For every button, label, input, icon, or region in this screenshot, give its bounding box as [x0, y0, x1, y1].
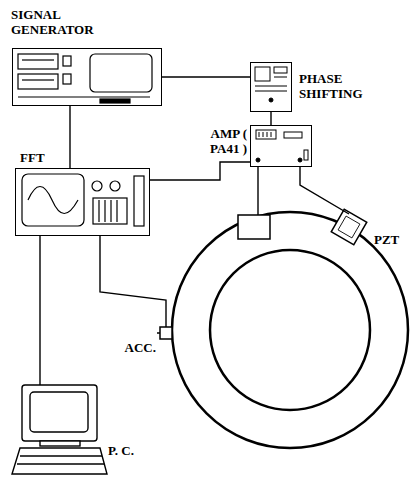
- personal-computer: P. C.: [12, 385, 107, 475]
- signal-cable: [150, 162, 250, 180]
- ring-inner: [210, 250, 370, 410]
- device-label: AMP ( PA41 ): [193, 126, 247, 156]
- ring-outer: [172, 212, 408, 448]
- cable-line: [300, 167, 349, 214]
- device-label: PZT: [374, 232, 415, 247]
- signal-cable: [70, 106, 71, 168]
- drive-wire: [257, 167, 258, 215]
- device-label: SIGNAL GENERATOR: [11, 7, 111, 37]
- signal-generator: SIGNAL GENERATOR: [12, 48, 162, 106]
- signal-cable: [271, 112, 272, 125]
- phase-panel: [255, 67, 287, 102]
- signal-cable: [300, 167, 349, 214]
- cable-line: [69, 106, 70, 168]
- cable-line: [150, 162, 250, 180]
- fft-panel: [22, 174, 144, 226]
- pzt-patch: [238, 215, 270, 239]
- pzt-actuator: PZT: [336, 214, 362, 240]
- fft-analyzer: FFT: [15, 168, 150, 236]
- phase-shifter: PHASE SHIFTING: [250, 62, 292, 112]
- computer-drawing: [12, 385, 107, 474]
- accelerometer: ACC.: [160, 327, 172, 339]
- cable-line: [100, 236, 166, 327]
- signal-cable: [162, 77, 250, 78]
- signal-cable: [40, 236, 41, 385]
- device-label: FFT: [20, 150, 80, 165]
- device-label: P. C.: [108, 443, 168, 458]
- accelerometer: [160, 327, 172, 339]
- device-label: ACC.: [114, 340, 156, 355]
- generator-panel: [18, 54, 152, 103]
- pzt-patch: [331, 209, 367, 245]
- cable-line: [162, 76, 250, 77]
- amp-panel: [256, 130, 308, 162]
- amplifier: AMP ( PA41 ): [250, 125, 312, 167]
- signal-cable: [100, 236, 166, 327]
- cable-line: [270, 112, 271, 125]
- cable-line: [39, 236, 40, 385]
- device-label: PHASE SHIFTING: [299, 71, 369, 101]
- accelerometer-base: [157, 332, 160, 334]
